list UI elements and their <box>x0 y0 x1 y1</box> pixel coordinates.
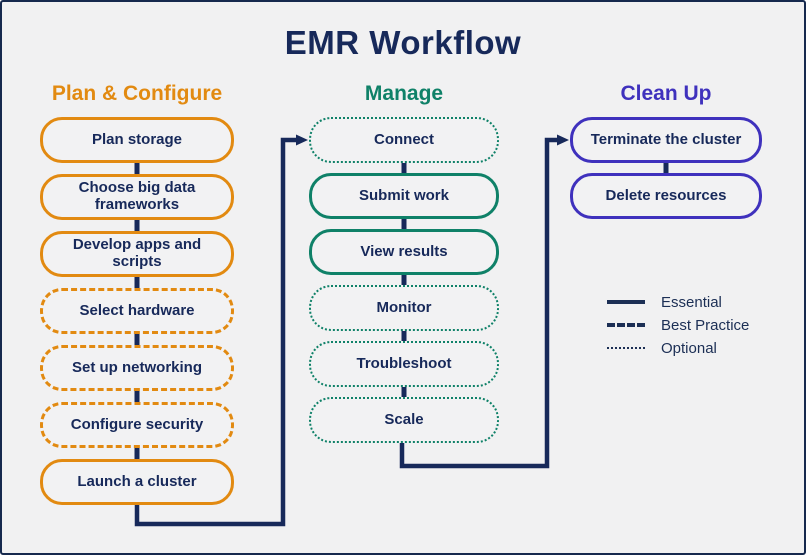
step-delete-resources: Delete resources <box>570 173 762 219</box>
column-header-manage: Manage <box>364 82 444 105</box>
step-view-results: View results <box>309 229 499 275</box>
step-terminate-the-cluster: Terminate the cluster <box>570 117 762 163</box>
step-configure-security: Configure security <box>40 402 234 448</box>
step-develop-apps-and-scripts: Develop apps and scripts <box>40 231 234 277</box>
legend-line-dotted-icon <box>607 347 645 349</box>
step-connect: Connect <box>309 117 499 163</box>
legend-item-optional: Optional <box>607 338 749 358</box>
legend-item-best-practice: Best Practice <box>607 315 749 335</box>
column-header-plan-configure: Plan & Configure <box>51 82 223 105</box>
step-launch-a-cluster: Launch a cluster <box>40 459 234 505</box>
step-plan-storage: Plan storage <box>40 117 234 163</box>
legend-label-best-practice: Best Practice <box>661 316 750 334</box>
legend-label-optional: Optional <box>661 339 717 357</box>
step-set-up-networking: Set up networking <box>40 345 234 391</box>
step-submit-work: Submit work <box>309 173 499 219</box>
step-scale: Scale <box>309 397 499 443</box>
step-choose-big-data-frameworks: Choose big data frameworks <box>40 174 234 220</box>
legend-label-essential: Essential <box>661 293 722 311</box>
step-select-hardware: Select hardware <box>40 288 234 334</box>
diagram-title: EMR Workflow <box>284 24 522 61</box>
legend-item-essential: Essential <box>607 292 749 312</box>
legend-line-solid-icon <box>607 300 645 304</box>
step-monitor: Monitor <box>309 285 499 331</box>
legend-line-dashed-icon <box>607 323 645 327</box>
legend: Essential Best Practice Optional <box>607 292 749 361</box>
step-troubleshoot: Troubleshoot <box>309 341 499 387</box>
column-header-clean-up: Clean Up <box>620 82 712 105</box>
